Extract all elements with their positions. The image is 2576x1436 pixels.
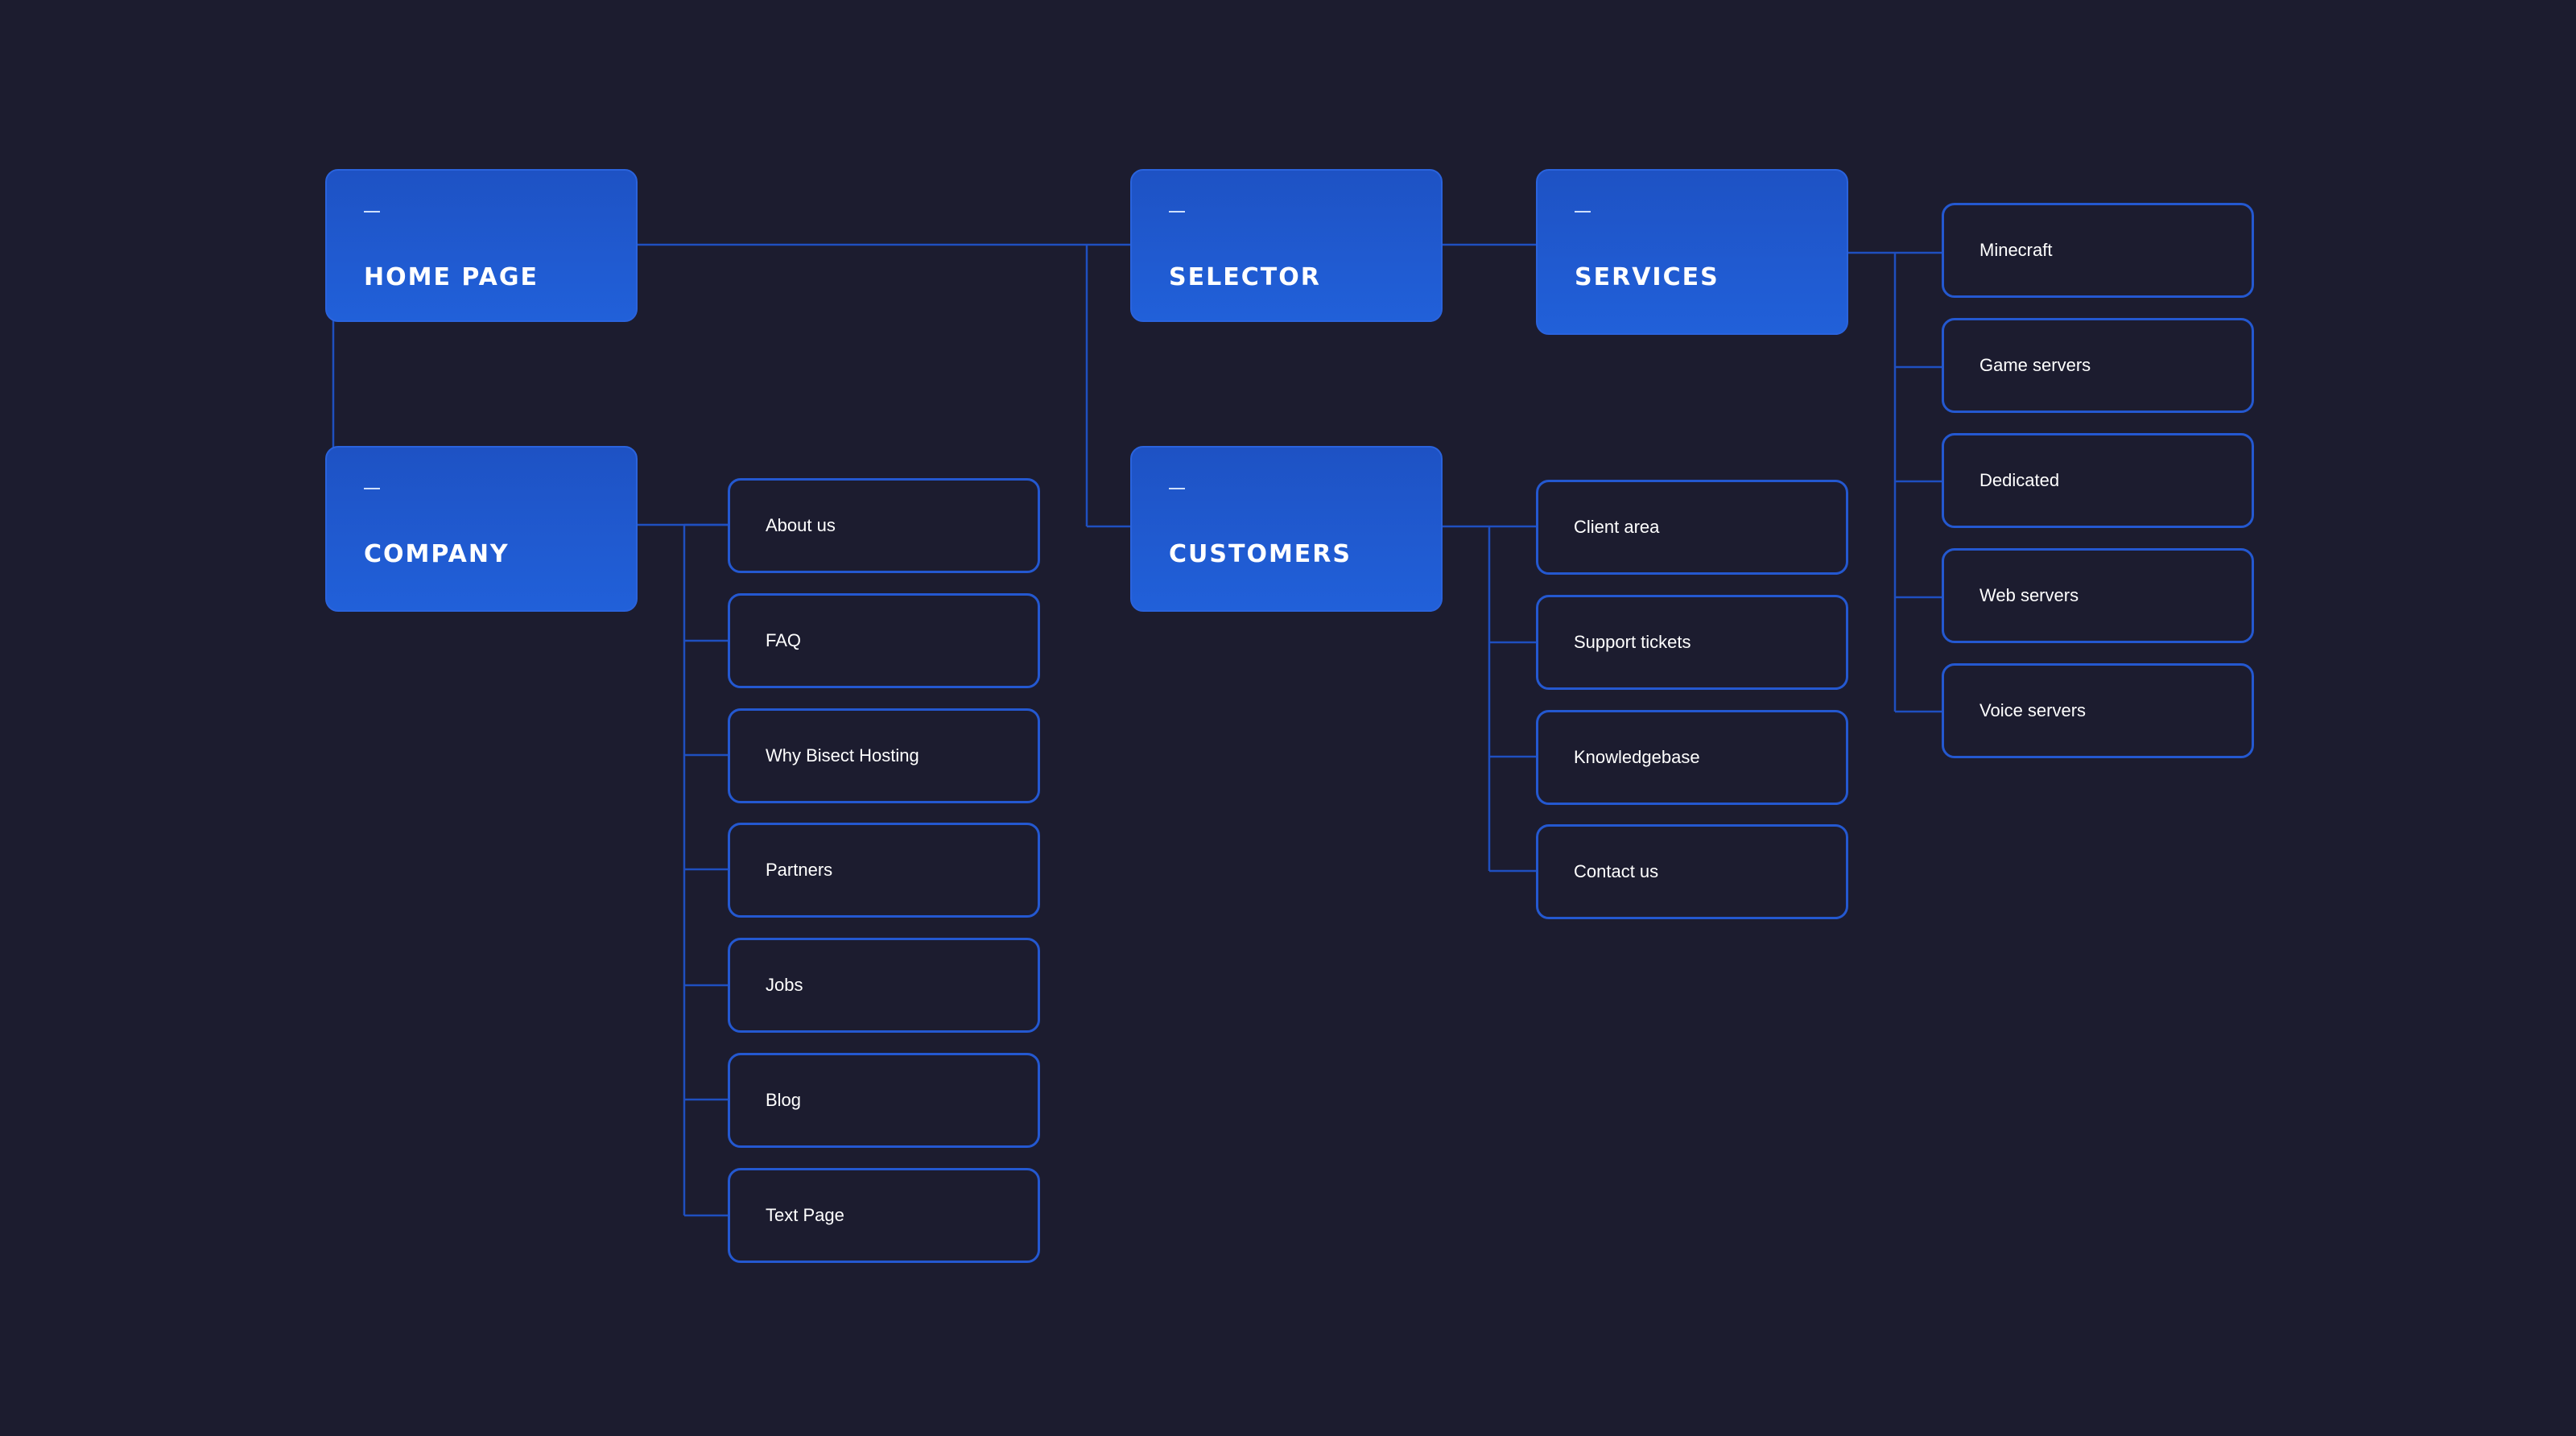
dash-icon: [1169, 488, 1185, 489]
dash-icon: [364, 488, 380, 489]
customers-item-client-area[interactable]: Client area: [1536, 480, 1848, 575]
item-label: Voice servers: [1979, 700, 2087, 720]
node-customers[interactable]: CUSTOMERS: [1130, 446, 1443, 612]
item-label: Game servers: [1979, 355, 2091, 375]
services-item-voice-servers[interactable]: Voice servers: [1942, 663, 2254, 758]
customers-item-knowledgebase[interactable]: Knowledgebase: [1536, 710, 1848, 805]
node-label: HOME PAGE: [364, 263, 539, 291]
node-home-page[interactable]: HOME PAGE: [325, 169, 638, 322]
dash-icon: [1169, 211, 1185, 213]
services-item-minecraft[interactable]: Minecraft: [1942, 203, 2254, 298]
node-selector[interactable]: SELECTOR: [1130, 169, 1443, 322]
customers-item-contact-us[interactable]: Contact us: [1536, 824, 1848, 919]
item-label: About us: [766, 515, 836, 535]
services-item-dedicated[interactable]: Dedicated: [1942, 433, 2254, 528]
item-label: Blog: [766, 1090, 802, 1110]
dash-icon: [364, 211, 380, 213]
node-label: SERVICES: [1575, 263, 1719, 291]
company-item-faq[interactable]: FAQ: [728, 593, 1040, 688]
node-label: SELECTOR: [1169, 263, 1321, 291]
item-label: Partners: [766, 860, 833, 880]
item-label: Web servers: [1979, 585, 2079, 605]
item-label: FAQ: [766, 630, 802, 650]
item-label: Why Bisect Hosting: [766, 745, 919, 765]
item-label: Dedicated: [1979, 470, 2060, 490]
services-item-web-servers[interactable]: Web servers: [1942, 548, 2254, 643]
node-company[interactable]: COMPANY: [325, 446, 638, 612]
company-item-why-bisect-hosting[interactable]: Why Bisect Hosting: [728, 708, 1040, 803]
company-item-text-page[interactable]: Text Page: [728, 1168, 1040, 1263]
item-label: Client area: [1574, 517, 1660, 537]
node-label: COMPANY: [364, 540, 510, 568]
customers-item-support-tickets[interactable]: Support tickets: [1536, 595, 1848, 690]
item-label: Minecraft: [1979, 240, 2053, 260]
item-label: Text Page: [766, 1205, 844, 1225]
company-item-partners[interactable]: Partners: [728, 823, 1040, 918]
item-label: Support tickets: [1574, 632, 1691, 652]
item-label: Jobs: [766, 975, 803, 995]
services-item-game-servers[interactable]: Game servers: [1942, 318, 2254, 413]
company-item-jobs[interactable]: Jobs: [728, 938, 1040, 1033]
node-services[interactable]: SERVICES: [1536, 169, 1848, 335]
company-item-about-us[interactable]: About us: [728, 478, 1040, 573]
node-label: CUSTOMERS: [1169, 540, 1352, 568]
dash-icon: [1575, 211, 1591, 213]
item-label: Contact us: [1574, 861, 1659, 881]
company-item-blog[interactable]: Blog: [728, 1053, 1040, 1148]
item-label: Knowledgebase: [1574, 747, 1700, 767]
